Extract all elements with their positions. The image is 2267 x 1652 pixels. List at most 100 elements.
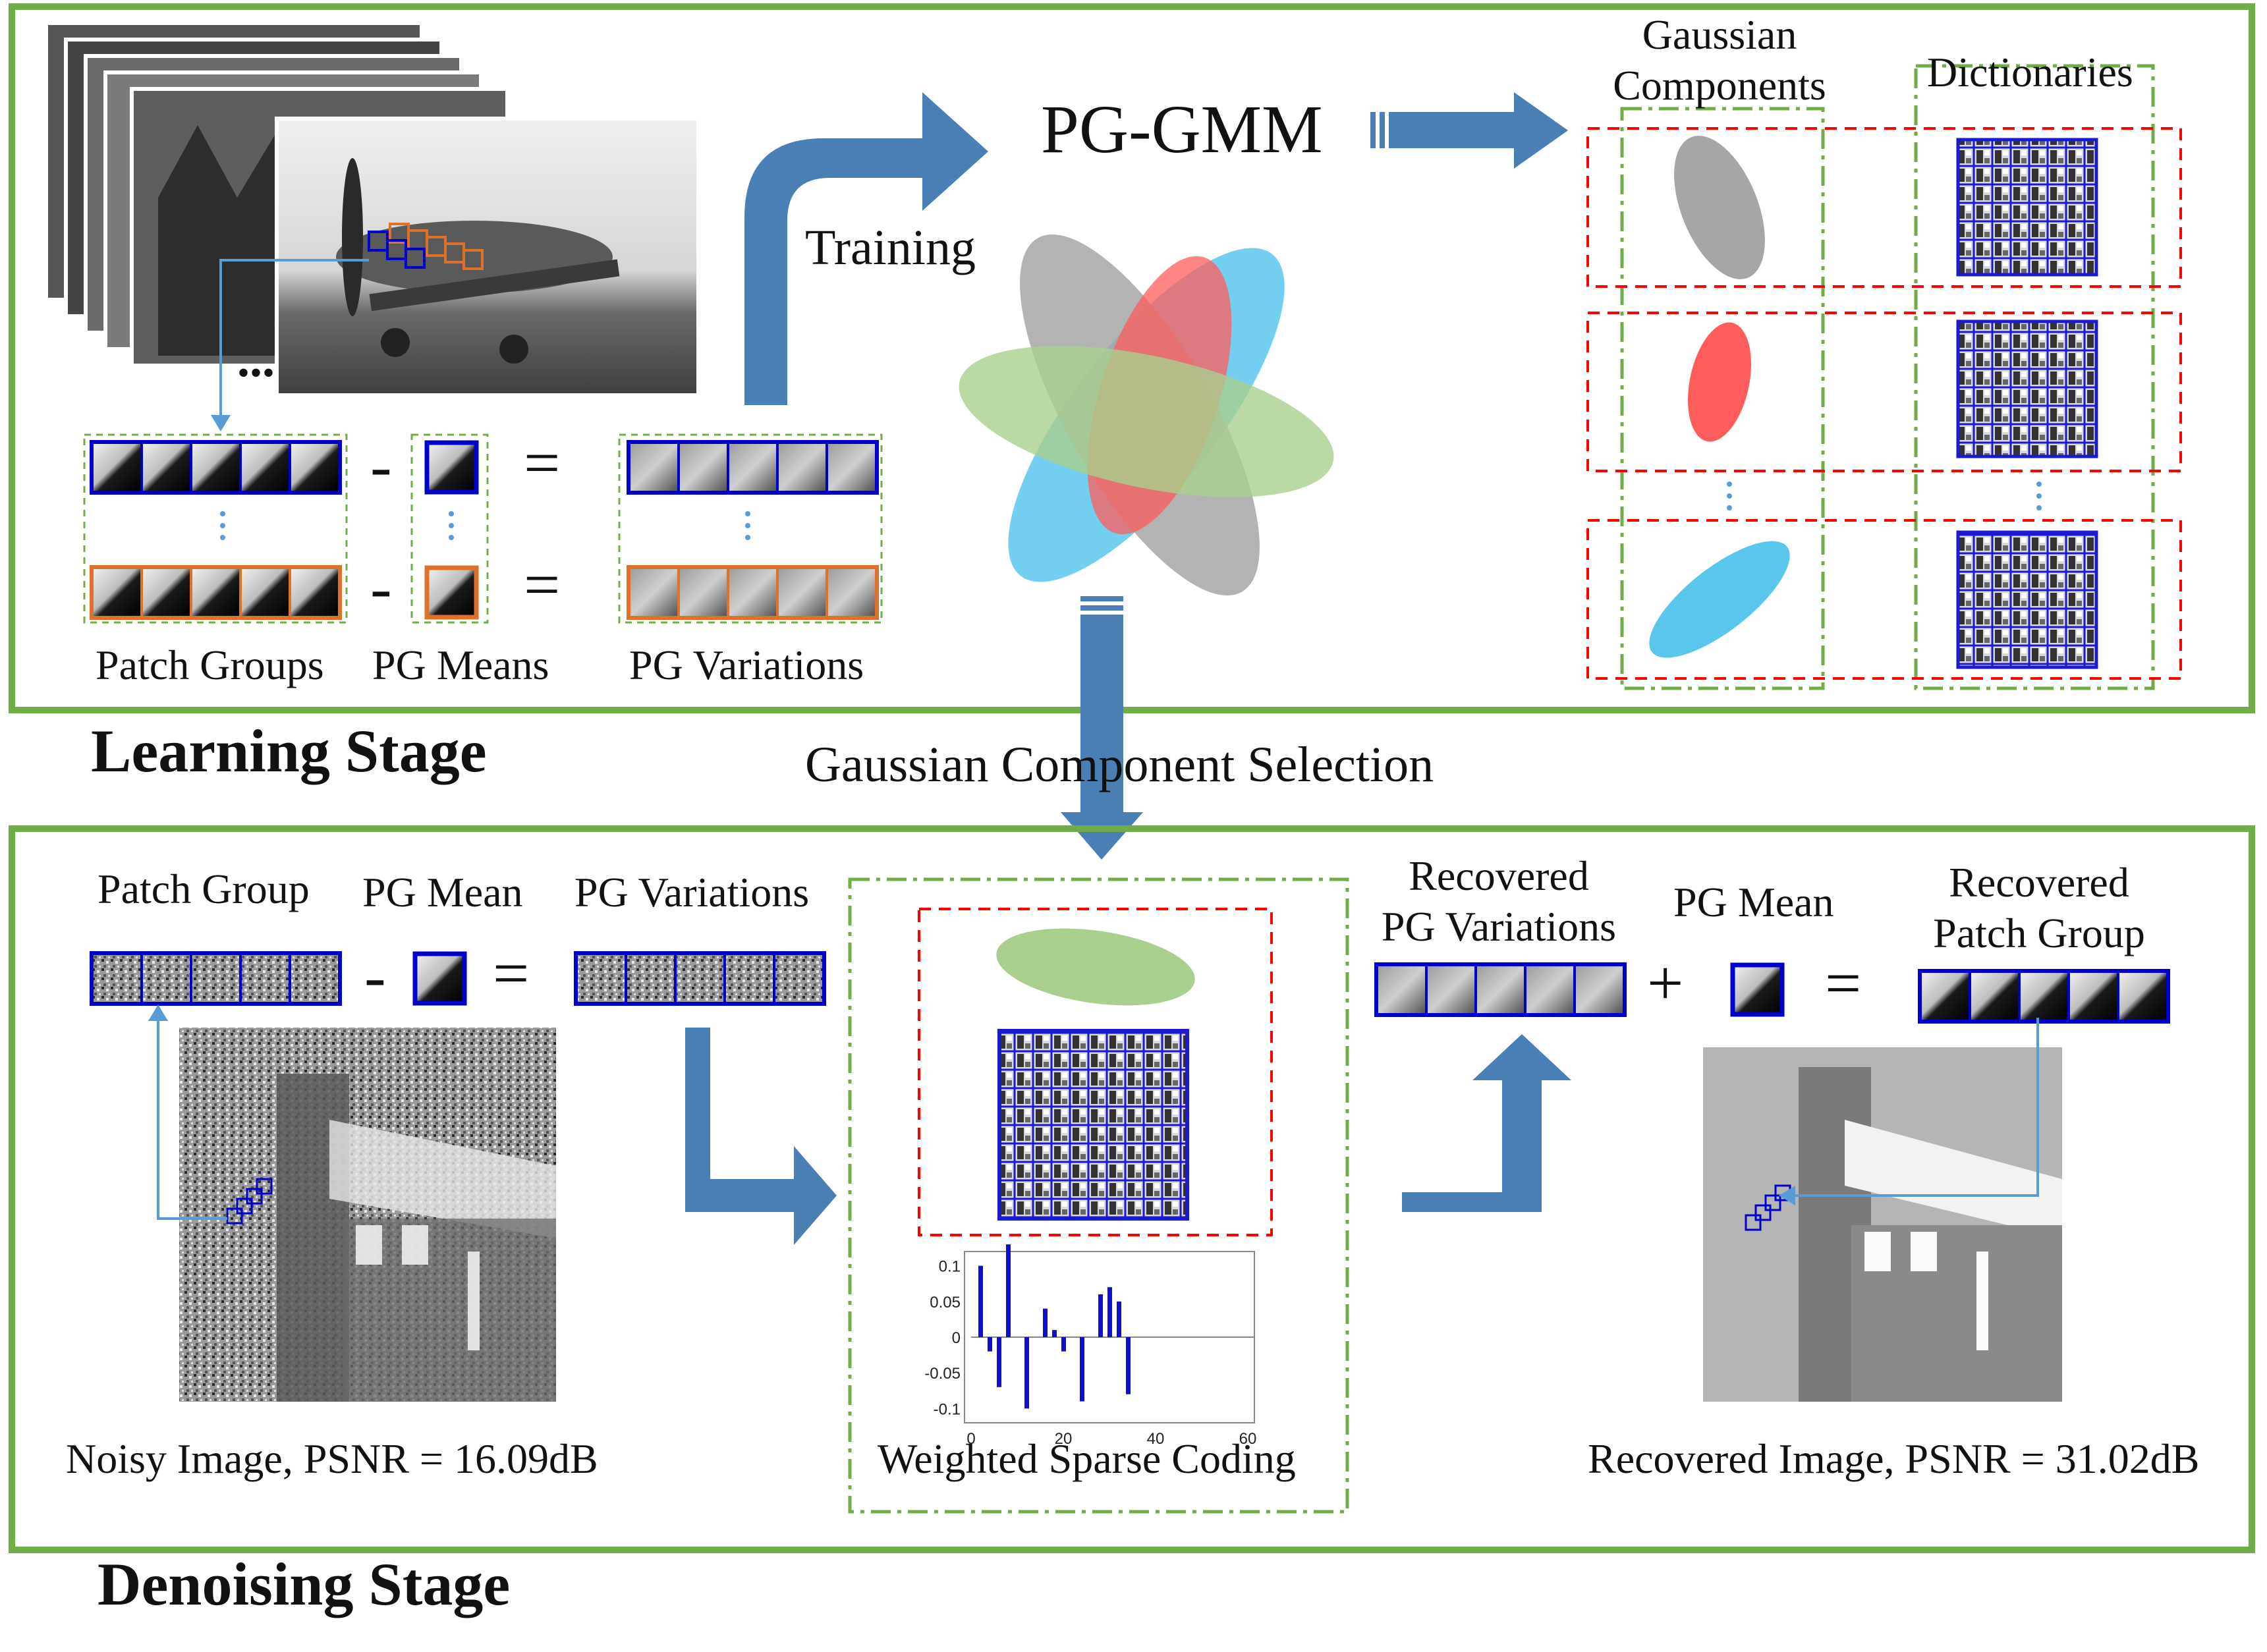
pg-variations-box	[618, 433, 883, 624]
components-arrow	[1370, 92, 1568, 169]
component-gray-ellipse	[1674, 136, 1765, 279]
x-tick-label: 20	[1055, 1430, 1073, 1448]
patch-tile	[625, 952, 677, 1005]
patch-tile	[677, 566, 729, 619]
patch-tile	[776, 566, 828, 619]
coefficient-bar	[1107, 1287, 1112, 1337]
pg-mean-patch-top	[424, 440, 479, 495]
noisy-pointer-arrow	[148, 1005, 227, 1220]
noisy-pg-mean-patch	[412, 951, 467, 1006]
equals-sign-top: =	[524, 427, 561, 499]
selected-component-box	[918, 908, 1273, 1236]
learning-stage-title: Learning Stage	[91, 717, 487, 785]
pg-mean-patch-bottom	[424, 565, 479, 620]
pg-variations-label: PG Variations	[629, 642, 864, 688]
y-tick-label: 0.05	[930, 1294, 961, 1311]
patch-tile	[628, 441, 680, 493]
patch-tile	[1919, 970, 1971, 1022]
coefficient-bar	[1024, 1337, 1029, 1409]
patch-tile	[723, 952, 775, 1005]
coefficient-bar	[997, 1337, 1001, 1387]
learning-frame	[9, 3, 2255, 713]
patch-tile	[239, 566, 291, 619]
training-image-stack	[44, 21, 700, 397]
pg-gmm-title: PG-GMM	[1041, 92, 1323, 167]
patch-tile	[91, 441, 143, 493]
equals-sign-bottom: =	[524, 549, 561, 620]
patch-row-bottom	[90, 565, 879, 620]
training-arrow	[744, 92, 988, 405]
patch-tile	[575, 952, 627, 1005]
gaussian-green-ellipse	[959, 346, 1334, 497]
x-tick-label: 40	[1147, 1430, 1165, 1448]
recovered-house-image	[1703, 1047, 2062, 1402]
coefficient-bar	[1098, 1294, 1103, 1337]
denoising-stage-title: Denoising Stage	[98, 1551, 511, 1618]
equals-sign-denoise-left: =	[493, 938, 530, 1009]
noisy-house-image	[179, 1028, 556, 1402]
y-tick-label: -0.05	[924, 1365, 961, 1383]
patch-tile	[190, 566, 242, 619]
patch-tile	[2018, 970, 2070, 1022]
component-row-3	[1586, 519, 2182, 680]
patch-tile	[1524, 964, 1576, 1016]
recovered-patch-group-line2: Patch Group	[1933, 910, 2145, 956]
x-tick-label: 60	[1239, 1430, 1257, 1448]
coefficient-bar	[1061, 1337, 1066, 1352]
patch-tile	[190, 952, 242, 1005]
component-selection-label: Gaussian Component Selection	[805, 737, 1434, 792]
pg-mean-label: PG Mean	[362, 869, 523, 916]
y-tick-label: 0	[952, 1329, 961, 1347]
recovered-image-caption: Recovered Image, PSNR = 31.02dB	[1588, 1435, 2200, 1482]
sparse-coding-box	[848, 877, 1349, 1514]
y-tick-label: 0.1	[939, 1258, 961, 1276]
patch-tile	[677, 441, 729, 493]
dictionaries-column-box	[1914, 64, 2155, 690]
patch-tile	[239, 952, 291, 1005]
patch-tile	[2117, 970, 2169, 1022]
patch-tile	[140, 952, 192, 1005]
recovered-variations-line2: PG Variations	[1381, 903, 1617, 950]
patch-tile	[91, 952, 143, 1005]
patch-tile	[826, 566, 878, 619]
recovered-pg-mean-patch	[1730, 962, 1785, 1017]
component-row-1	[1586, 127, 2182, 288]
pg-means-box	[410, 433, 489, 624]
patch-tile	[2067, 970, 2119, 1022]
patch-tile	[140, 566, 192, 619]
selected-green-ellipse	[996, 928, 1195, 1006]
recovered-variation-row	[1374, 962, 1627, 1017]
minus-sign-denoise: -	[364, 941, 386, 1012]
patch-pointer-arrow	[211, 259, 369, 431]
equals-sign-denoise-right: =	[1825, 948, 1862, 1019]
y-tick-label: -0.1	[934, 1400, 961, 1418]
recovered-patch-group-line1: Recovered	[1949, 859, 2129, 906]
coefficient-bar	[1117, 1301, 1121, 1337]
patch-tile	[628, 566, 680, 619]
patch-tile	[1376, 964, 1428, 1016]
dictionary-1	[1956, 138, 2098, 277]
from-coding-arrow	[1402, 1034, 1571, 1212]
gaussian-components-line2: Components	[1613, 62, 1826, 109]
noisy-image-caption: Noisy Image, PSNR = 16.09dB	[66, 1435, 598, 1482]
selection-arrow	[1061, 596, 1143, 860]
coefficient-bar	[1126, 1337, 1131, 1394]
noisy-patch-row	[90, 951, 342, 1006]
selected-dictionary	[997, 1029, 1189, 1221]
to-coding-arrow	[685, 1028, 837, 1245]
patch-tile	[140, 441, 192, 493]
vertical-ellipsis-dots	[220, 482, 2042, 540]
dictionaries-label: Dictionaries	[1927, 49, 2133, 96]
component-blue-ellipse	[1649, 541, 1790, 658]
patch-tile	[289, 441, 341, 493]
components-column-box	[1620, 107, 1825, 690]
patch-tile	[1425, 964, 1477, 1016]
coefficient-bar	[1080, 1337, 1084, 1402]
patch-tile	[773, 952, 825, 1005]
patch-tile	[1474, 964, 1526, 1016]
dictionary-2	[1956, 319, 2098, 458]
coefficient-bar	[1052, 1330, 1057, 1337]
